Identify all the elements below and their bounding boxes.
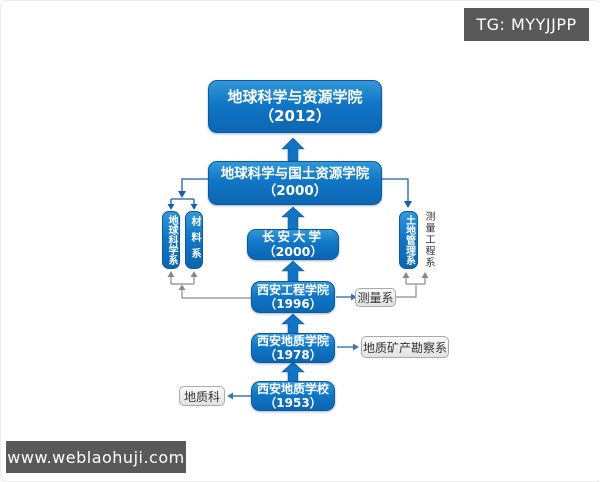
- node-title: 地球科学与国土资源学院: [220, 166, 370, 182]
- arrow-up-2000-to-2012: [281, 137, 305, 162]
- node-materials-department: 材料系: [185, 211, 203, 269]
- node-xian-engineering-college-1996: 西安工程学院 （1996）: [251, 281, 335, 313]
- node-earth-science-land-resources-college-2000: 地球科学与国土资源学院 （2000）: [208, 161, 382, 205]
- telegram-watermark-text: TG: MYYJJPP: [476, 15, 577, 34]
- node-year: （1953）: [264, 396, 322, 410]
- label-text: 测量工程系: [423, 211, 434, 269]
- arrow-up-1953-to-1978: [281, 361, 305, 383]
- node-label: 材料系: [189, 216, 200, 264]
- telegram-watermark: TG: MYYJJPP: [464, 8, 589, 41]
- arrow-up-1996-to-changan: [281, 260, 305, 283]
- node-xian-geology-institute-1978: 西安地质学院 （1978）: [251, 333, 335, 363]
- node-surveying-department: 测量系: [355, 288, 396, 307]
- node-title: 西安地质学校: [256, 382, 329, 396]
- node-xian-geology-school-1953: 西安地质学校 （1953）: [251, 381, 335, 411]
- node-year: （2000）: [263, 243, 323, 259]
- node-label: 地球科学系: [166, 215, 177, 265]
- node-year: （2000）: [262, 183, 328, 199]
- node-title: 西安地质学院: [256, 334, 329, 348]
- website-watermark: www.weblaohuji.com: [6, 441, 186, 473]
- node-year: （1978）: [264, 348, 322, 362]
- node-title: 西安工程学院: [256, 282, 329, 297]
- label-survey-engineering-department: 测量工程系: [419, 211, 437, 269]
- node-earth-science-department: 地球科学系: [162, 211, 180, 269]
- arrow-up-1978-to-1996: [281, 313, 305, 335]
- node-land-management-department: 土地管理系: [399, 211, 418, 269]
- node-geology-section: 地质科: [179, 386, 225, 406]
- node-earth-science-resources-college-2012: 地球科学与资源学院 （2012）: [208, 80, 382, 133]
- arrow-up-changan-to-2000: [281, 206, 305, 231]
- node-changan-university-2000: 长安大学 （2000）: [247, 229, 339, 260]
- node-year: （1996）: [264, 297, 322, 311]
- website-watermark-text: www.weblaohuji.com: [7, 447, 185, 467]
- node-title: 地球科学与资源学院: [227, 87, 363, 106]
- node-geology-mineral-exploration-department: 地质矿产勘察系: [361, 336, 449, 358]
- node-label: 地质科: [183, 389, 220, 404]
- node-title: 长安大学: [261, 229, 324, 244]
- node-label: 测量系: [357, 291, 394, 305]
- node-label: 地质矿产勘察系: [362, 340, 447, 355]
- node-label: 土地管理系: [403, 215, 415, 265]
- node-year: （2012）: [259, 106, 331, 125]
